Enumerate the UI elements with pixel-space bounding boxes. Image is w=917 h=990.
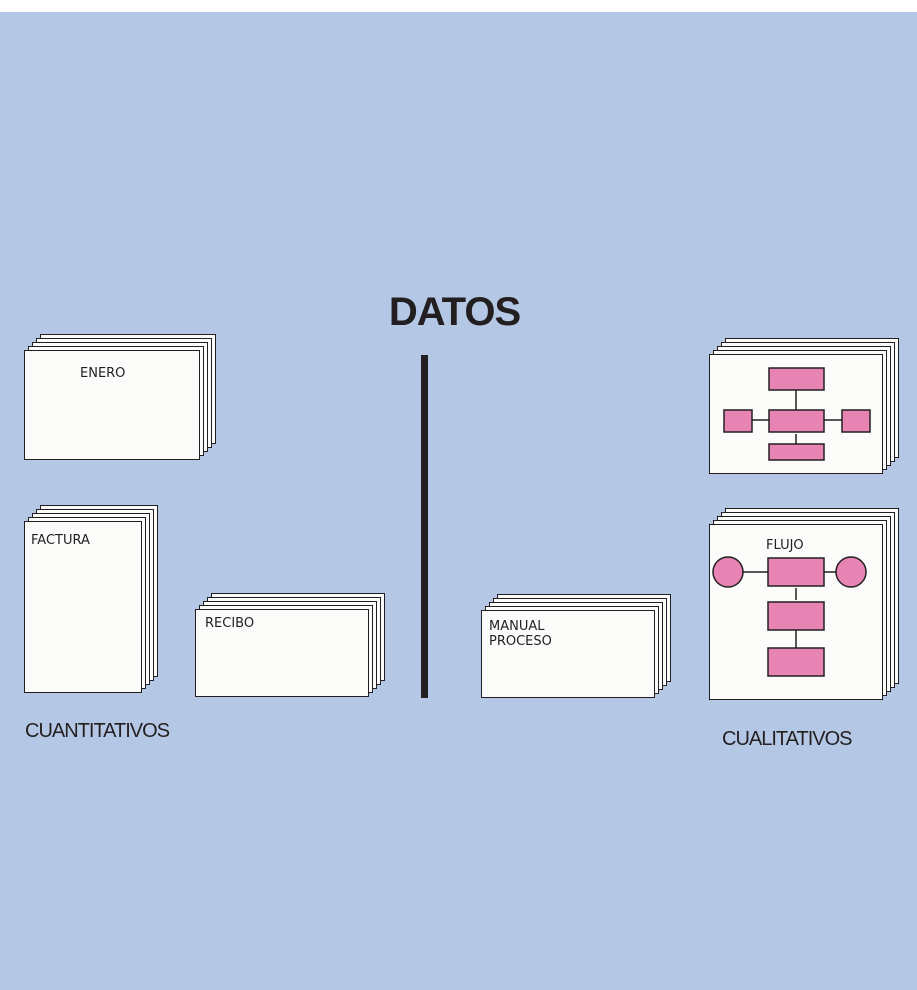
document-stack-manual-proceso: MANUAL PROCESO [481,594,673,700]
document-label: MANUAL PROCESO [489,619,552,649]
flowchart-terminal [835,556,867,588]
caption-cualitativos: CUALITATIVOS [722,728,853,750]
flowchart-graphic [723,367,871,461]
document-label: RECIBO [205,616,255,631]
document-stack-flujo: FLUJO [709,508,903,702]
flowchart-box [767,557,825,587]
document-label: FLUJO [766,538,804,553]
flowchart-graphic [712,556,867,677]
flowchart-terminal [712,556,744,588]
document-stack-factura: FACTURA [24,505,160,699]
flowchart-box [841,409,871,433]
center-divider-line [421,355,428,698]
flowchart-box [723,409,753,433]
document-stack-enero: ENERO [24,334,218,466]
flowchart-box [768,409,825,433]
flowchart-box [767,601,825,631]
document-label: FACTURA [31,533,90,548]
flowchart-box [768,443,825,461]
document-stack-recibo: RECIBO [195,593,387,699]
datos-diagram: DATOS ENERO FACTURA RECIBO CUANTITATIVOS [0,12,917,990]
flowchart-box [767,647,825,677]
document-label: ENERO [80,366,126,381]
document-stack-flowchart [709,338,903,476]
flowchart-box [768,367,825,391]
diagram-title: DATOS [388,290,521,334]
caption-cuantitativos: CUANTITATIVOS [25,720,170,742]
